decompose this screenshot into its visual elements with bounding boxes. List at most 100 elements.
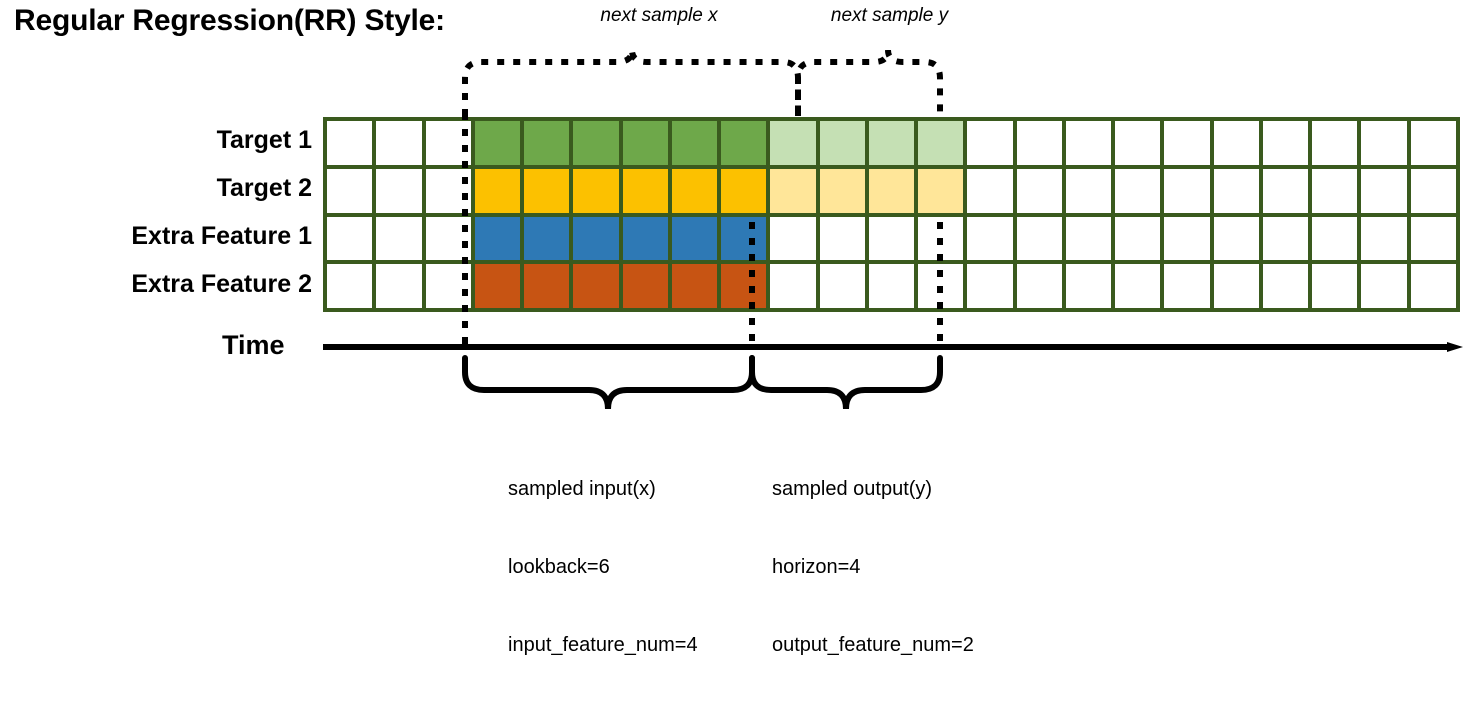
grid-cell-output-r0-c11 (868, 121, 915, 165)
grid-cell-blank-r3-c2 (425, 264, 471, 308)
grid-cell-input-r2-c5 (573, 216, 619, 261)
grid-cell-blank-r2-c15 (1065, 216, 1112, 261)
grid-cell-blank-r0-c1 (376, 121, 422, 165)
grid-cell-blank-r0-c18 (1213, 121, 1259, 165)
grid-cell-blank-r2-c12 (918, 216, 964, 261)
grid-cell-blank-r3-c0 (327, 264, 373, 308)
time-axis-label: Time (222, 330, 285, 360)
grid-cell-input-r2-c6 (622, 216, 668, 261)
grid-cell-blank-r2-c0 (327, 216, 373, 261)
grid-cell-input-r1-c5 (573, 168, 619, 213)
grid-cell-blank-r2-c14 (1016, 216, 1062, 261)
grid-cell-blank-r2-c13 (967, 216, 1013, 261)
caption-sampled-output: sampled output(y) horizon=4 output_featu… (772, 424, 974, 710)
row-label-extra-feature-2: Extra Feature 2 (131, 270, 312, 298)
grid-cell-blank-r0-c15 (1065, 121, 1112, 165)
row-label-target-1: Target 1 (216, 126, 312, 154)
grid-cell-output-r1-c10 (819, 168, 865, 213)
grid-cell-input-r1-c3 (474, 168, 521, 213)
caption-sampled-input: sampled input(x) lookback=6 input_featur… (508, 424, 698, 710)
grid-cell-input-r2-c3 (474, 216, 521, 261)
grid-cell-blank-r0-c20 (1312, 121, 1358, 165)
grid-cell-blank-r1-c1 (376, 168, 422, 213)
grid-cell-blank-r3-c14 (1016, 264, 1062, 308)
grid-cell-blank-r0-c0 (327, 121, 373, 165)
grid-cell-blank-r2-c2 (425, 216, 471, 261)
caption-input-line1: sampled input(x) (508, 478, 656, 500)
grid-cell-blank-r0-c17 (1164, 121, 1210, 165)
row-label-target-2: Target 2 (216, 174, 312, 202)
timeseries-grid (323, 117, 1460, 312)
grid-cell-input-r1-c4 (524, 168, 570, 213)
grid-cell-blank-r3-c16 (1115, 264, 1161, 308)
grid-cell-input-r1-c8 (721, 168, 767, 213)
grid-cell-output-r1-c11 (868, 168, 915, 213)
grid-cell-blank-r2-c11 (868, 216, 915, 261)
grid-cell-blank-r1-c2 (425, 168, 471, 213)
grid-cell-blank-r2-c22 (1410, 216, 1456, 261)
grid-cell-blank-r3-c20 (1312, 264, 1358, 308)
grid-cell-input-r0-c4 (524, 121, 570, 165)
grid-cell-input-r1-c6 (622, 168, 668, 213)
grid-cell-input-r3-c8 (721, 264, 767, 308)
grid-cell-blank-r3-c22 (1410, 264, 1456, 308)
grid-cell-output-r0-c9 (770, 121, 816, 165)
grid-cell-input-r2-c4 (524, 216, 570, 261)
grid-cell-blank-r0-c21 (1361, 121, 1407, 165)
page-title: Regular Regression(RR) Style: (14, 4, 445, 37)
caption-output-line2: horizon=4 (772, 556, 861, 578)
grid-cell-output-r0-c10 (819, 121, 865, 165)
grid-cell-output-r1-c12 (918, 168, 964, 213)
diagram-canvas: Regular Regression(RR) Style: next sampl… (14, 4, 1463, 656)
row-label-extra-feature-1: Extra Feature 1 (131, 222, 312, 250)
grid-cell-blank-r2-c18 (1213, 216, 1259, 261)
grid-cell-output-r1-c9 (770, 168, 816, 213)
grid-cell-blank-r3-c10 (819, 264, 865, 308)
grid-cell-blank-r2-c9 (770, 216, 816, 261)
grid-cell-input-r2-c8 (721, 216, 767, 261)
annotation-next-sample-x: next sample x (600, 5, 718, 26)
grid-cell-input-r3-c5 (573, 264, 619, 308)
grid-cell-blank-r3-c21 (1361, 264, 1407, 308)
grid-cell-input-r0-c8 (721, 121, 767, 165)
grid-cell-blank-r3-c17 (1164, 264, 1210, 308)
grid-cell-blank-r0-c19 (1262, 121, 1309, 165)
caption-output-line3: output_feature_num=2 (772, 634, 974, 656)
grid-cell-input-r2-c7 (671, 216, 718, 261)
grid-cell-blank-r3-c9 (770, 264, 816, 308)
grid-cell-blank-r1-c14 (1016, 168, 1062, 213)
grid-cell-input-r0-c5 (573, 121, 619, 165)
caption-input-line2: lookback=6 (508, 556, 610, 578)
grid-cell-blank-r0-c2 (425, 121, 471, 165)
grid-cell-blank-r0-c14 (1016, 121, 1062, 165)
grid-cell-blank-r1-c0 (327, 168, 373, 213)
grid-cell-blank-r3-c11 (868, 264, 915, 308)
grid-cell-blank-r2-c20 (1312, 216, 1358, 261)
grid-cell-blank-r3-c18 (1213, 264, 1259, 308)
grid-cell-blank-r2-c19 (1262, 216, 1309, 261)
grid-cell-blank-r0-c22 (1410, 121, 1456, 165)
grid-cell-input-r0-c7 (671, 121, 718, 165)
grid-cell-blank-r1-c20 (1312, 168, 1358, 213)
grid-cell-blank-r3-c19 (1262, 264, 1309, 308)
grid-cell-blank-r1-c15 (1065, 168, 1112, 213)
grid-cell-blank-r0-c16 (1115, 121, 1161, 165)
grid-cell-blank-r2-c16 (1115, 216, 1161, 261)
grid-cell-blank-r3-c13 (967, 264, 1013, 308)
grid-cell-input-r3-c3 (474, 264, 521, 308)
grid-cell-input-r1-c7 (671, 168, 718, 213)
annotation-next-sample-y: next sample y (830, 5, 949, 26)
grid-cell-blank-r1-c13 (967, 168, 1013, 213)
grid-cell-input-r3-c7 (671, 264, 718, 308)
grid-cell-blank-r2-c1 (376, 216, 422, 261)
grid-cell-blank-r3-c15 (1065, 264, 1112, 308)
grid-cell-input-r0-c3 (474, 121, 521, 165)
grid-cell-blank-r3-c12 (918, 264, 964, 308)
grid-cell-blank-r1-c22 (1410, 168, 1456, 213)
grid-cell-blank-r1-c16 (1115, 168, 1161, 213)
grid-cell-blank-r1-c19 (1262, 168, 1309, 213)
grid-cell-blank-r1-c18 (1213, 168, 1259, 213)
grid-cell-blank-r2-c10 (819, 216, 865, 261)
grid-cell-blank-r1-c21 (1361, 168, 1407, 213)
time-axis-arrow (323, 342, 1463, 352)
